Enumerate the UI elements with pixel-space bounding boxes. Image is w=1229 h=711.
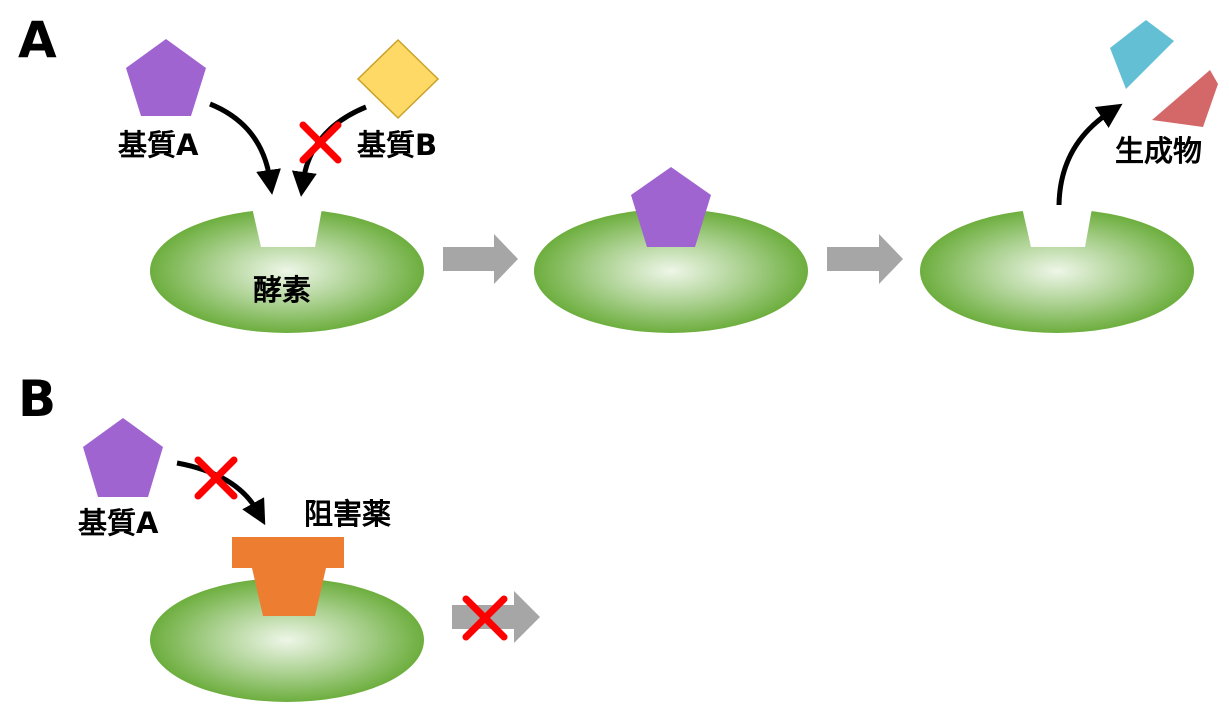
product-label: 生成物 <box>1115 134 1202 168</box>
block-cross-icon-c <box>462 595 508 641</box>
product-red-fragment-icon <box>1152 70 1218 127</box>
substrate-a-label-b: 基質A <box>78 506 159 540</box>
block-cross-icon-b <box>194 456 238 500</box>
gray-arrow-2 <box>827 234 903 284</box>
blocked-gray-arrow <box>452 591 540 643</box>
inhibitor-label: 阻害薬 <box>304 497 391 531</box>
substrate-b-label: 基質B <box>357 128 437 162</box>
substrate-a-pentagon-icon-b <box>83 418 163 497</box>
panel-b-label: B <box>18 370 56 428</box>
product-blue-fragment-icon <box>1110 20 1174 89</box>
block-cross-icon <box>299 121 342 164</box>
substrate-a-pentagon-icon <box>126 39 206 116</box>
substrate-b-diamond-icon <box>356 38 440 120</box>
panel-a-label: A <box>18 11 57 69</box>
gray-arrow-1 <box>443 234 518 284</box>
enzyme-3 <box>920 203 1194 333</box>
enzyme-inhibited <box>150 578 424 702</box>
enzyme-label: 酵素 <box>253 273 311 307</box>
enzyme-2 <box>534 209 808 333</box>
enzyme-1 <box>150 203 424 333</box>
bound-substrate-pentagon-icon <box>631 167 711 247</box>
substrate-a-arrow <box>209 101 281 195</box>
inhibitor-block-icon <box>232 537 344 616</box>
substrate-a-label: 基質A <box>118 128 199 162</box>
blocked-substrate-arrow <box>176 460 266 526</box>
product-arrow <box>1056 103 1123 206</box>
